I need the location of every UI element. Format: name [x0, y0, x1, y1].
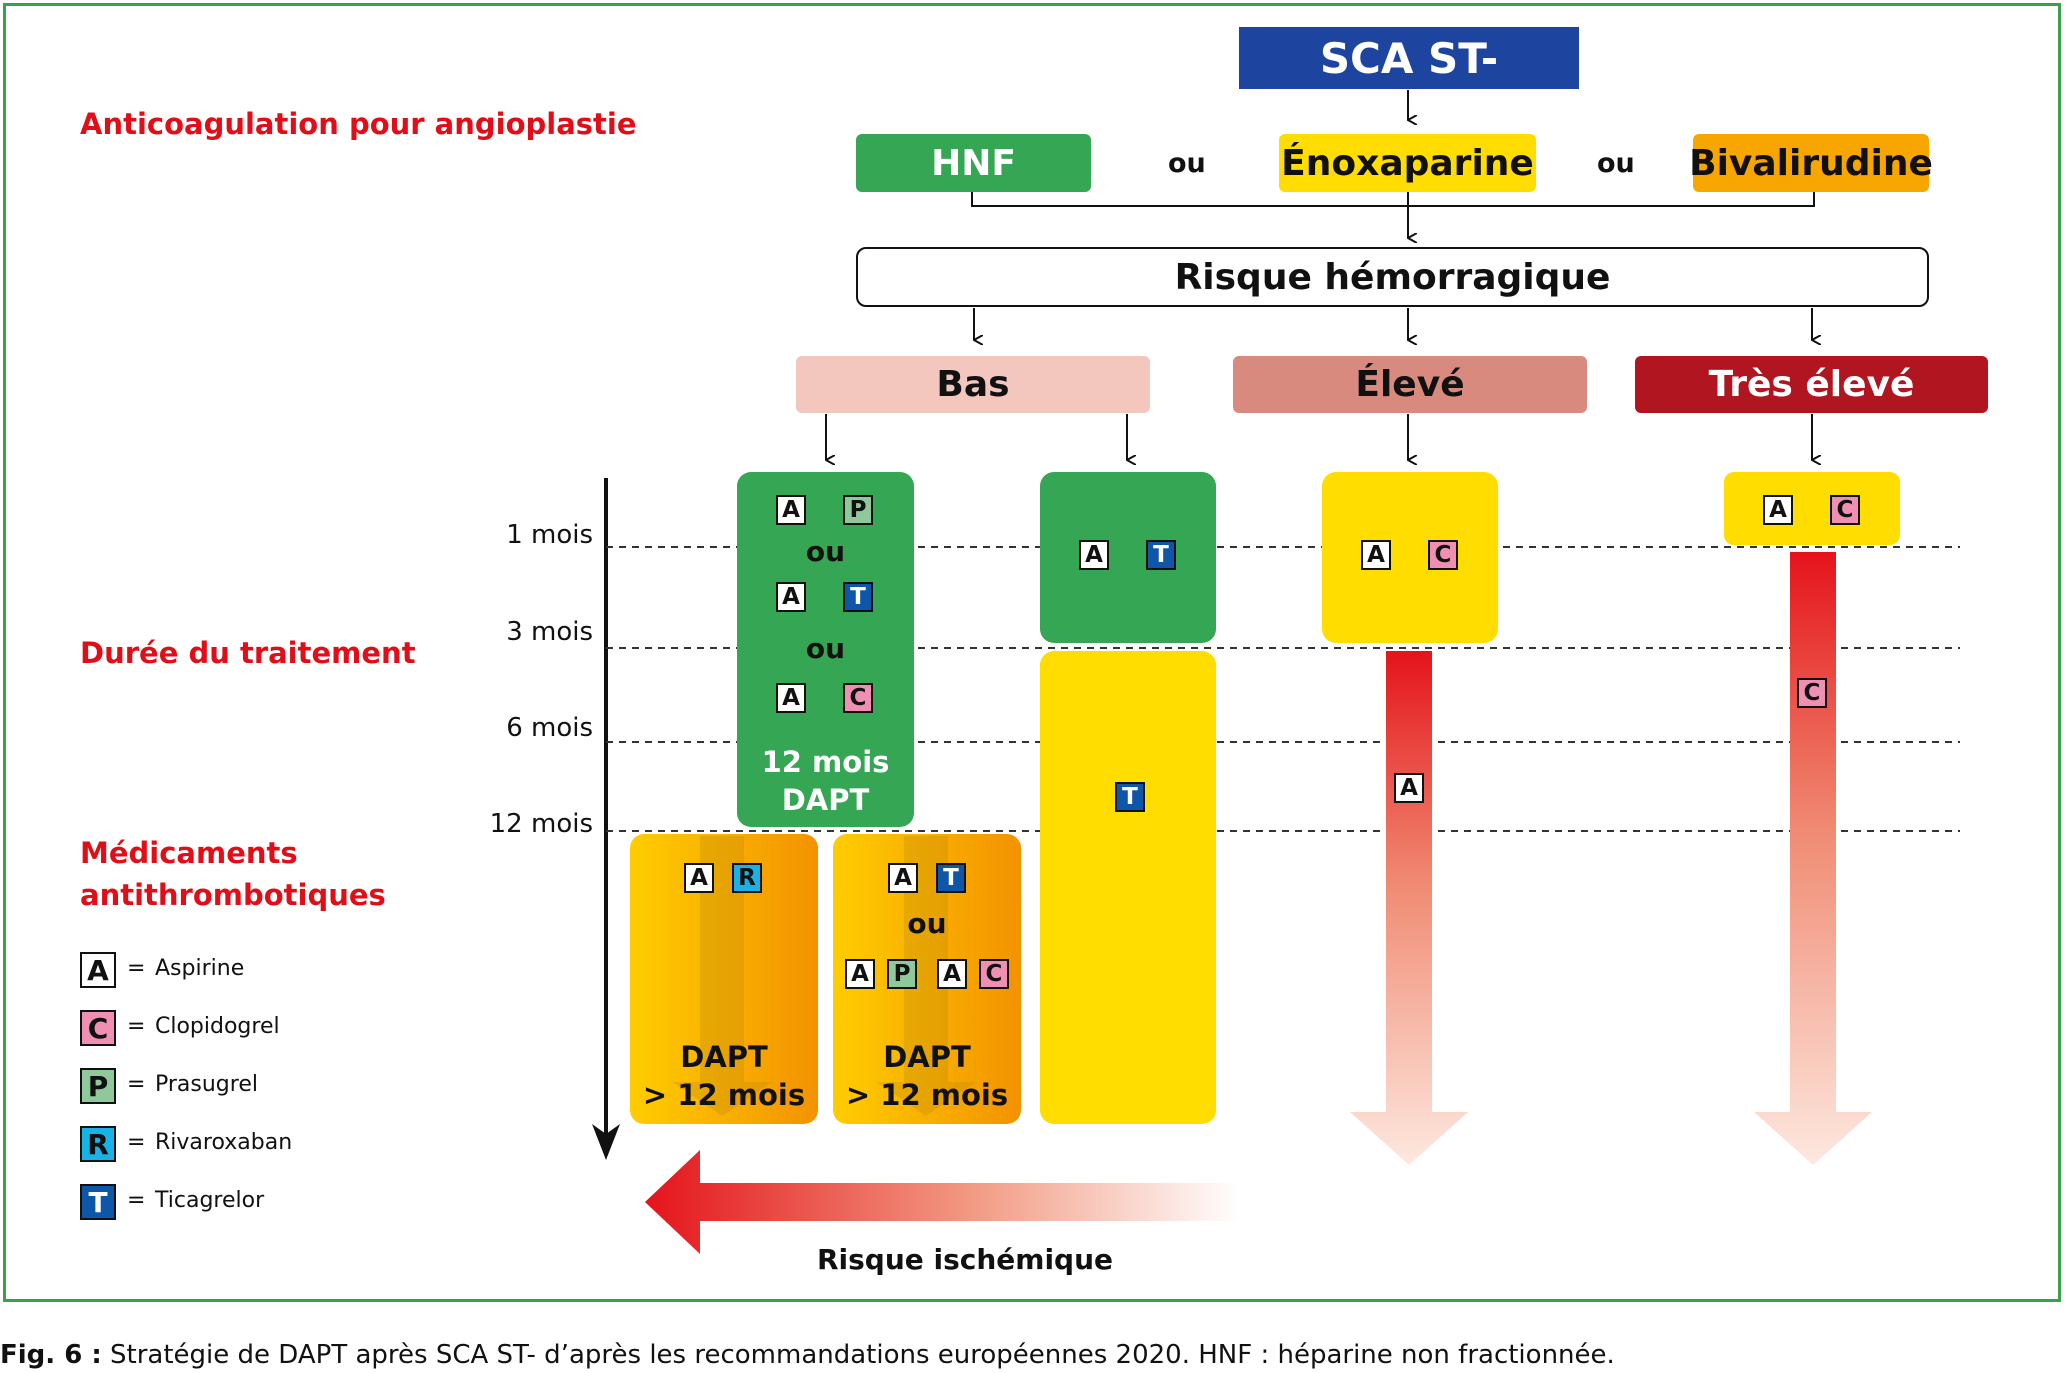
time-axis-arrowhead: [592, 1124, 620, 1160]
code-t: T: [936, 863, 966, 893]
enoxaparine-box: Énoxaparine: [1279, 134, 1536, 192]
code-a: A: [776, 495, 806, 525]
hnf-label: HNF: [931, 142, 1016, 184]
bleeding-risk-box: Risque hémorragique: [856, 247, 1929, 307]
risk-low-label: Bas: [936, 364, 1010, 405]
legend-aspirine: Aspirine: [155, 956, 245, 981]
or-1: ou: [1168, 148, 1206, 179]
code-c: C: [843, 683, 873, 713]
anticoag-label: Anticoagulation pour angioplastie: [80, 107, 637, 141]
bivalirudine-label: Bivalirudine: [1689, 142, 1933, 184]
risk-very-high-box: Très élevé: [1635, 356, 1988, 413]
dapt12-line1: 12 mois: [761, 745, 890, 779]
dapt-long-2-line2: > 12 mois: [845, 1078, 1009, 1112]
aspirin-down-arrow: [1350, 651, 1468, 1165]
dapt12-line2: DAPT: [781, 783, 870, 817]
code-p: P: [843, 495, 873, 525]
ischemic-risk-label: Risque ischémique: [816, 1243, 1114, 1276]
dapt-long-box-1: [630, 834, 818, 1124]
bivalirudine-box: Bivalirudine: [1689, 134, 1933, 192]
tick-6-mois: 6 mois: [506, 713, 593, 743]
code-a: A: [1079, 540, 1109, 570]
legend-eq: =: [127, 1072, 146, 1097]
code-a: A: [937, 959, 967, 989]
code-a: A: [1394, 773, 1424, 803]
risk-very-high-label: Très élevé: [1708, 364, 1915, 405]
caption-text: Stratégie de DAPT après SCA ST- d’après …: [101, 1340, 1615, 1370]
code-a: A: [776, 582, 806, 612]
code-t: T: [1146, 540, 1176, 570]
code-t: T: [843, 582, 873, 612]
legend-eq: =: [127, 1130, 146, 1155]
inner-arrow-1: [672, 836, 772, 1116]
drugs-label-line1: Médicaments: [80, 836, 298, 870]
ac-1-month-box: [1724, 472, 1900, 545]
duration-label: Durée du traitement: [80, 636, 416, 670]
tick-12-mois: 12 mois: [489, 809, 593, 839]
drugs-label-line2: antithrombotiques: [80, 878, 386, 912]
tick-1-mois: 1 mois: [506, 520, 593, 550]
code-a: A: [1361, 540, 1391, 570]
legend-code-t: T: [80, 1184, 116, 1220]
code-a: A: [776, 683, 806, 713]
legend-code-a: A: [80, 952, 116, 988]
legend-eq: =: [127, 1188, 146, 1213]
tick-3-mois: 3 mois: [506, 617, 593, 647]
code-t: T: [1115, 782, 1145, 812]
code-c: C: [1797, 678, 1827, 708]
clopidogrel-down-arrow: [1754, 552, 1872, 1165]
caption-prefix: Fig. 6 :: [0, 1340, 102, 1370]
risk-high-label: Élevé: [1355, 364, 1465, 405]
dapt-long-box-2: [833, 834, 1021, 1124]
code-c: C: [1830, 495, 1860, 525]
legend-clopidogrel: Clopidogrel: [155, 1014, 280, 1039]
legend-eq: =: [127, 1014, 146, 1039]
dapt-long-1-line1: DAPT: [680, 1040, 768, 1074]
legend-ticagrelor: Ticagrelor: [155, 1188, 265, 1213]
ticagrelor-mono-box: [1040, 651, 1216, 1124]
legend-prasugrel: Prasugrel: [155, 1072, 258, 1097]
ac-3-month-box: [1322, 472, 1498, 643]
sca-title-box: SCA ST-: [1239, 27, 1579, 89]
legend-code-c: C: [80, 1010, 116, 1046]
code-r: R: [732, 863, 762, 893]
or-2: ou: [1597, 148, 1635, 179]
at-1-month-box: [1040, 472, 1216, 643]
dapt-long-2-line1: DAPT: [883, 1040, 971, 1074]
code-a: A: [888, 863, 918, 893]
dapt-long-1-line2: > 12 mois: [642, 1078, 806, 1112]
bleeding-risk-label: Risque hémorragique: [1174, 256, 1611, 298]
or-text: ou: [907, 907, 947, 940]
legend-code-r: R: [80, 1126, 116, 1162]
code-c: C: [979, 959, 1009, 989]
code-a: A: [845, 959, 875, 989]
legend-rivaroxaban: Rivaroxaban: [155, 1130, 293, 1155]
code-c: C: [1428, 540, 1458, 570]
figure-frame: [3, 3, 2061, 1302]
dapt-12-box: [737, 472, 914, 827]
inner-arrow-2: [876, 836, 976, 1116]
code-p: P: [887, 959, 917, 989]
hnf-box: HNF: [856, 134, 1091, 192]
code-a: A: [1763, 495, 1793, 525]
risk-low-box: Bas: [796, 356, 1150, 413]
enoxaparine-label: Énoxaparine: [1281, 142, 1534, 184]
code-a: A: [684, 863, 714, 893]
legend-code-p: P: [80, 1068, 116, 1104]
sca-title: SCA ST-: [1319, 33, 1499, 83]
figure-caption: Fig. 6 : Stratégie de DAPT après SCA ST-…: [0, 1340, 1615, 1370]
legend-eq: =: [127, 956, 146, 981]
ischemic-risk-arrow: [645, 1150, 1240, 1254]
or-text: ou: [805, 632, 846, 665]
merge-line: [971, 190, 1815, 207]
or-text: ou: [805, 535, 846, 568]
risk-high-box: Élevé: [1233, 356, 1587, 413]
